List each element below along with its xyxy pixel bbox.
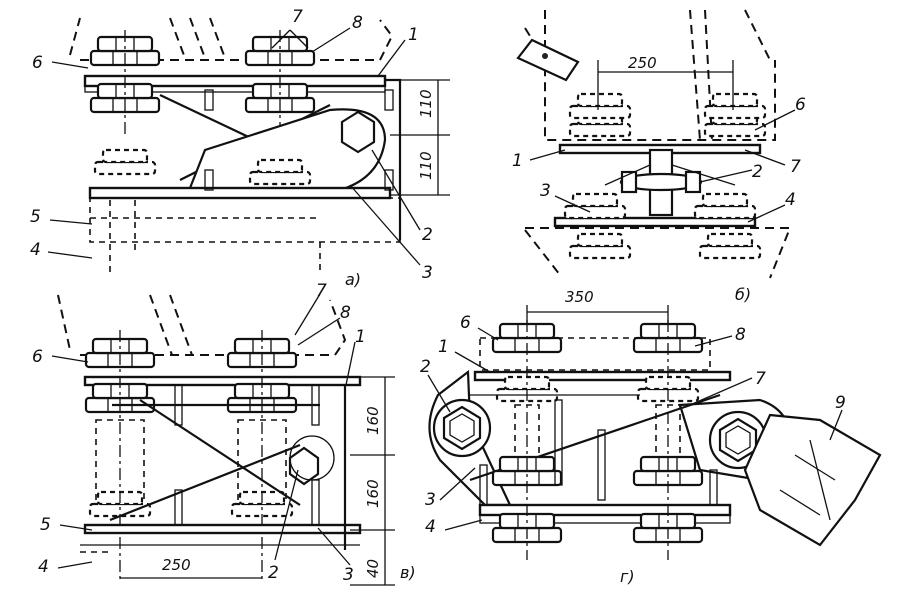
- panel-v-dim-160a: 160: [364, 406, 382, 435]
- panel-g-label-4: 4: [425, 517, 436, 537]
- panel-v-dim-40: 40: [364, 559, 382, 578]
- panel-v-label-2: 2: [268, 563, 279, 583]
- panel-v-label-3: 3: [343, 565, 354, 585]
- panel-g-label-1: 1: [438, 337, 449, 357]
- panel-v-label-8: 8: [340, 303, 351, 323]
- panel-a-label-8: 8: [352, 13, 363, 33]
- panel-b-label-6: 6: [795, 95, 806, 115]
- panel-a-label-7: 7: [292, 7, 303, 27]
- panel-v-label-6: 6: [32, 347, 43, 367]
- panel-b-label-1: 1: [512, 151, 523, 171]
- panel-b-label-3: 3: [540, 181, 551, 201]
- panel-a: [69, 17, 450, 275]
- panel-b-dim-250: 250: [628, 54, 657, 72]
- panel-g-label-8: 8: [735, 325, 746, 345]
- panel-g-label-9: 9: [835, 393, 846, 413]
- panel-g-dim-350: 350: [565, 288, 594, 306]
- panel-v-label-4: 4: [38, 557, 49, 577]
- panel-a-label-4: 4: [30, 240, 41, 260]
- panel-v-dim-250: 250: [162, 556, 191, 574]
- panel-g: [428, 305, 882, 560]
- panel-a-label-2: 2: [422, 225, 433, 245]
- panel-g-label-2: 2: [420, 357, 431, 377]
- panel-a-dim-1: 110: [417, 89, 435, 118]
- panel-g-label-3: 3: [425, 490, 436, 510]
- panel-b-label-2: 2: [752, 162, 763, 182]
- panel-g-caption: г): [620, 567, 635, 586]
- panel-a-label-1: 1: [408, 25, 419, 45]
- panel-v: [57, 294, 395, 586]
- panel-b: [516, 9, 792, 279]
- panel-g-label-6: 6: [460, 313, 471, 333]
- panel-a-label-5: 5: [30, 207, 41, 227]
- panel-a-dim-2: 110: [417, 151, 435, 180]
- panel-a-caption: а): [345, 270, 361, 289]
- panel-b-label-4: 4: [785, 190, 796, 210]
- panel-g-label-7: 7: [755, 369, 766, 389]
- panel-a-label-6: 6: [32, 53, 43, 73]
- panel-b-caption: б): [735, 285, 751, 304]
- panel-v-label-7: 7: [316, 281, 327, 301]
- panel-a-label-3: 3: [422, 263, 433, 283]
- panel-v-label-5: 5: [40, 515, 51, 535]
- panel-v-label-1: 1: [355, 327, 366, 347]
- panel-b-label-7: 7: [790, 157, 801, 177]
- panel-v-caption: в): [400, 563, 416, 582]
- panel-v-dim-160b: 160: [364, 479, 382, 508]
